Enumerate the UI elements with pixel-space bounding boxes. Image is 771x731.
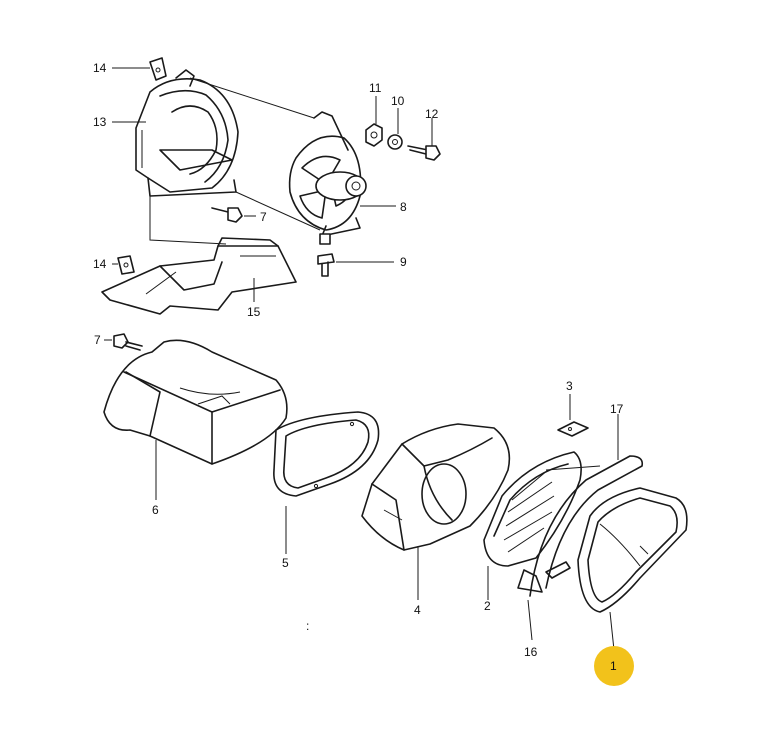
part-15-bracket	[101, 237, 297, 315]
part-7-bolt-upper	[211, 207, 243, 223]
callout-9: 9	[400, 255, 407, 269]
callout-4: 4	[414, 603, 421, 617]
highlight-marker	[594, 646, 634, 686]
part-16-small-seal	[517, 561, 571, 593]
part-9-rivet	[317, 253, 335, 277]
part-3-clip	[557, 421, 589, 437]
part-5-gasket	[273, 411, 380, 497]
callout-11: 11	[369, 81, 382, 95]
callout-6: 6	[152, 503, 159, 517]
part-10-washer	[387, 134, 403, 150]
callout-12: 12	[425, 107, 439, 121]
callout-3: 3	[566, 379, 573, 393]
part-13-fan-shroud	[135, 69, 239, 197]
part-17-seal-strip	[529, 455, 644, 597]
part-7-bolt-lower	[113, 333, 143, 351]
part-12-bolt	[407, 145, 441, 161]
part-11-nut	[365, 123, 383, 147]
callout-1: 1	[610, 659, 617, 673]
part-4-blower-housing	[361, 423, 511, 551]
callout-15: 15	[247, 305, 261, 319]
part-8-fan-motor	[288, 111, 367, 245]
callout-8: 8	[400, 200, 407, 214]
callout-5: 5	[282, 556, 289, 570]
callout-14-lower: 14	[93, 257, 107, 271]
callout-2: 2	[484, 599, 491, 613]
part-14-clip-lower	[117, 255, 135, 275]
leader-lines	[104, 67, 619, 651]
colon-mark: :	[306, 619, 309, 633]
assembly-guide-lines	[149, 77, 321, 245]
part-2-inner-cover	[483, 451, 582, 567]
part-14-clip-top	[149, 57, 167, 81]
callout-16: 16	[524, 645, 538, 659]
callout-10: 10	[391, 94, 405, 108]
callout-14-top: 14	[93, 61, 107, 75]
callout-17: 17	[610, 402, 624, 416]
callout-7-upper: 7	[260, 210, 267, 224]
callout-7-lower: 7	[94, 333, 101, 347]
part-1-outer-cover	[577, 487, 688, 613]
part-6-air-duct	[103, 339, 288, 465]
callout-13: 13	[93, 115, 107, 129]
